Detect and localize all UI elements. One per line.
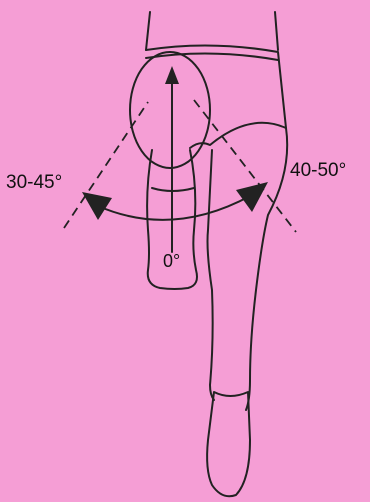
briefs-waistband	[146, 53, 278, 60]
neutral-arrowhead	[165, 66, 179, 84]
rotation-arc	[98, 196, 250, 220]
sock-outline	[207, 392, 250, 496]
internal-rotation-label: 40-50°	[290, 161, 346, 180]
external-rotation-label: 30-45°	[6, 173, 62, 192]
neutral-label: 0°	[163, 252, 180, 270]
right-arc-arrowhead	[236, 182, 268, 212]
briefs-outline	[146, 45, 286, 148]
standing-leg-outline	[208, 128, 288, 410]
left-arc-arrowhead	[82, 192, 112, 220]
torso-outline	[146, 12, 278, 50]
